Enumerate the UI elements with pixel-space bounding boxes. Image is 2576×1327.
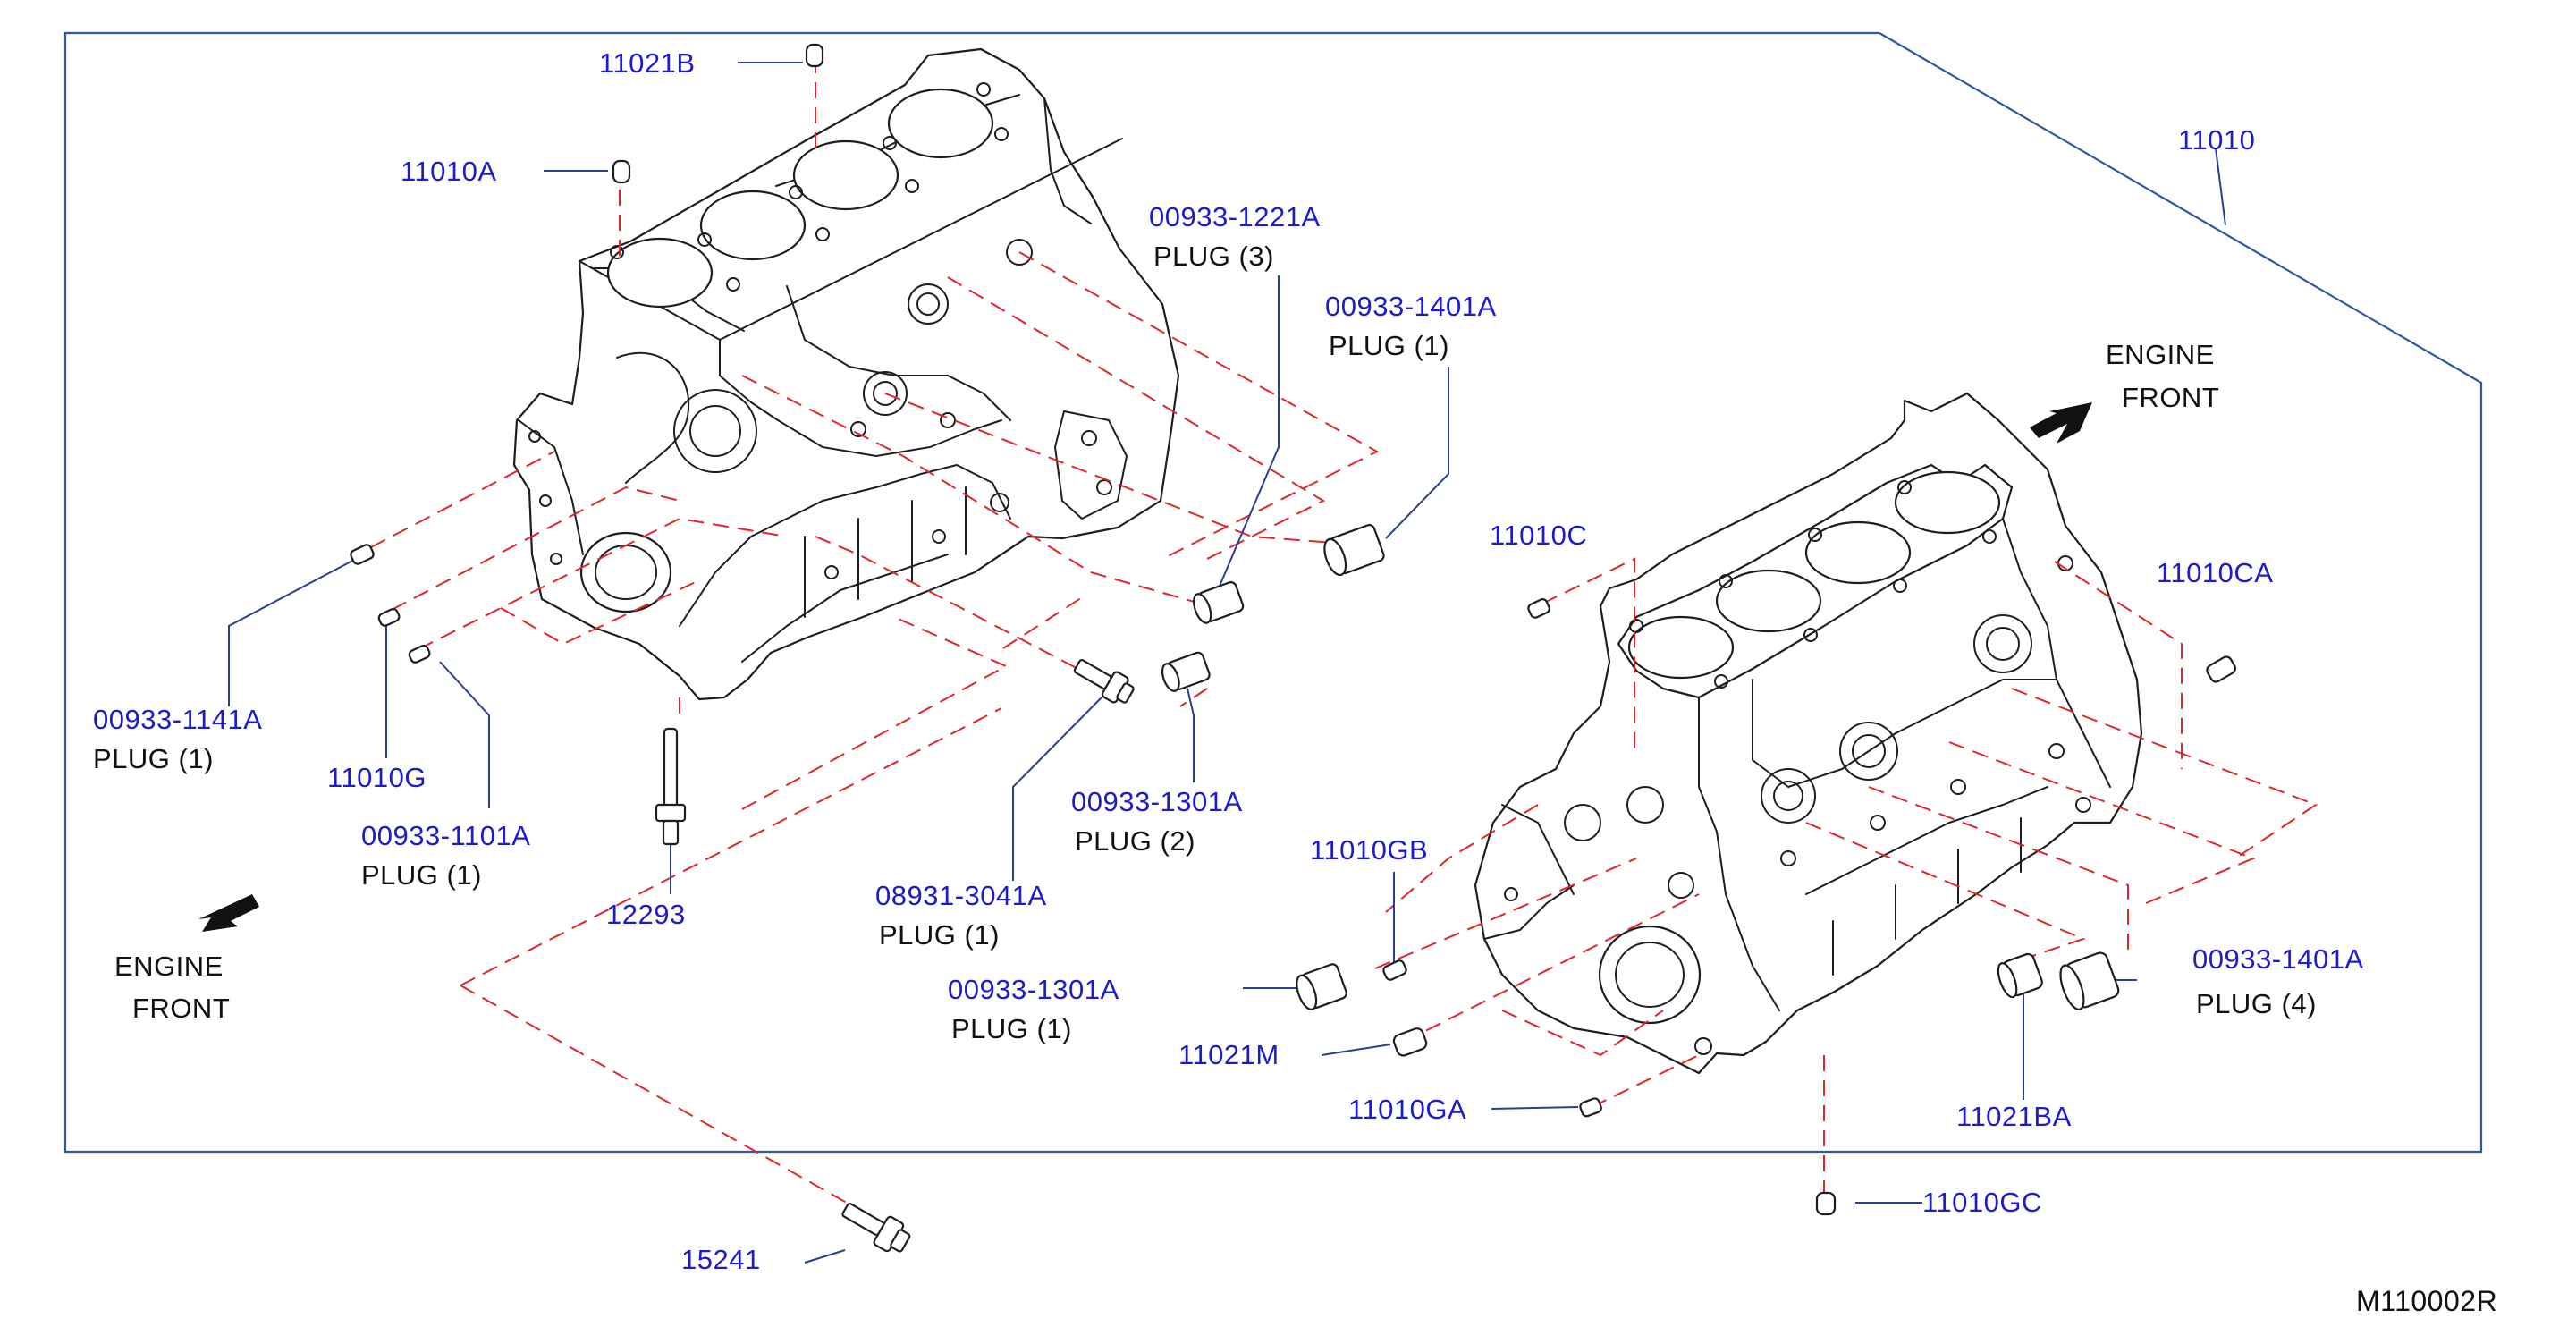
desc-00933-1221A: PLUG (3) <box>1153 241 1274 272</box>
label-00933-1221A: 00933-1221A <box>1149 201 1321 232</box>
label-leaders <box>228 62 2137 1264</box>
label-11010GB: 11010GB <box>1310 834 1429 866</box>
label-15241: 15241 <box>681 1244 761 1275</box>
label-11021BA: 11021BA <box>1956 1101 2072 1132</box>
desc-00933-1141A: PLUG (1) <box>93 743 214 774</box>
label-00933-1301A-a: 00933-1301A <box>1071 786 1243 817</box>
diagram-code: M110002R <box>2356 1285 2498 1317</box>
label-11021M: 11021M <box>1178 1039 1280 1070</box>
group-frame <box>63 31 2483 1154</box>
label-00933-1401A-bot: 00933-1401A <box>2192 943 2364 975</box>
label-11010: 11010 <box>2178 124 2256 156</box>
label-11010GA: 11010GA <box>1348 1094 1467 1125</box>
stud-12293 <box>655 727 687 846</box>
label-11010GC: 11010GC <box>1922 1187 2042 1218</box>
engine-front-arrow-right <box>2030 402 2092 444</box>
cylinder-block-rear-view <box>512 47 1180 701</box>
label-11010A: 11010A <box>401 156 497 187</box>
label-11010CA: 11010CA <box>2157 557 2274 588</box>
engine-front-note-left-1: ENGINE <box>114 951 224 982</box>
desc-00933-1101A: PLUG (1) <box>361 859 482 891</box>
desc-00933-1301A-b: PLUG (1) <box>951 1013 1072 1044</box>
desc-00933-1401A-bot: PLUG (4) <box>2196 988 2317 1019</box>
cylinder-block-front-view <box>1474 392 2143 1075</box>
desc-00933-1301A-a: PLUG (2) <box>1075 825 1195 857</box>
desc-00933-1401A-top: PLUG (1) <box>1329 330 1449 361</box>
desc-08931-3041A: PLUG (1) <box>879 919 1000 951</box>
engine-front-note-right-2: FRONT <box>2122 382 2220 413</box>
leader-11010 <box>2215 148 2226 226</box>
engine-front-note-right-1: ENGINE <box>2106 339 2215 370</box>
label-08931-3041A: 08931-3041A <box>875 880 1047 911</box>
label-00933-1401A-top: 00933-1401A <box>1325 291 1497 322</box>
label-11010G: 11010G <box>327 762 427 793</box>
label-12293: 12293 <box>606 899 686 930</box>
engine-front-note-left-2: FRONT <box>132 993 231 1024</box>
label-11010C: 11010C <box>1490 520 1588 551</box>
label-11021B: 11021B <box>599 47 696 79</box>
label-00933-1101A: 00933-1101A <box>361 820 531 851</box>
label-00933-1141A: 00933-1141A <box>93 704 263 735</box>
small-parts <box>350 43 2237 1253</box>
label-00933-1301A-b: 00933-1301A <box>948 974 1119 1005</box>
engine-front-arrow-left <box>198 894 259 932</box>
